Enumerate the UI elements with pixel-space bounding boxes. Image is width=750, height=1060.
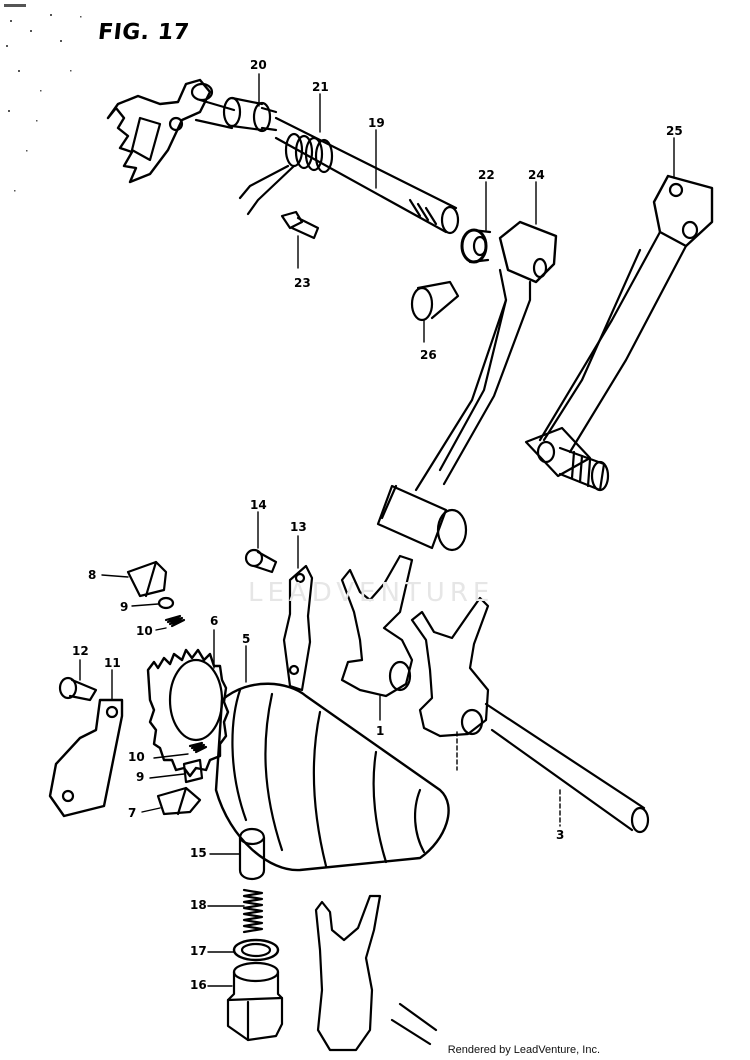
callout-7: 7 [128,806,137,820]
callout-14: 14 [250,498,267,512]
callout-25: 25 [666,124,683,138]
gearshift-fork-shaft [390,702,650,1046]
callout-10-lower: 10 [128,750,145,764]
render-credit: Rendered by LeadVenture, Inc. [447,1044,600,1056]
gearshift-fork-3 [314,894,382,1052]
gearshift-shaft-assembly [106,78,460,235]
oil-seal [460,228,492,264]
bolt-26 [410,280,460,322]
callout-11: 11 [104,656,121,670]
callout-1: 1 [376,724,385,738]
gearshift-lever [376,220,558,552]
callout-10-upper: 10 [136,624,153,638]
callout-20: 20 [250,58,267,72]
pawl-spring-upper [164,614,186,628]
callout-23: 23 [294,276,311,290]
gear-shift-pawl [126,560,168,598]
cam-guide [282,564,314,692]
gearshift-cam [214,682,450,872]
screw-14 [244,548,278,574]
callout-19: 19 [368,116,385,130]
pawl-pin-upper [157,596,175,610]
callout-3: 3 [556,828,565,842]
callout-9-upper: 9 [120,600,129,614]
gasket [232,938,280,962]
gearshift-fork-1 [340,554,414,698]
callout-16: 16 [190,978,207,992]
neutral-stopper-spring [242,888,264,934]
bolt-23 [280,210,320,240]
scan-speckle [4,4,82,192]
callout-8: 8 [88,568,97,582]
gearshift-fork-2 [410,596,490,738]
callout-15: 15 [190,846,207,860]
callout-17: 17 [190,944,207,958]
screw-12 [58,676,98,702]
cam-stopper-plate [48,698,124,818]
callout-6: 6 [210,614,219,628]
callout-26: 26 [420,348,437,362]
callout-9-lower: 9 [136,770,145,784]
callout-5: 5 [242,632,251,646]
stopper-plug [226,961,284,1042]
callout-24: 24 [528,168,545,182]
kick-starter-lever [524,174,714,492]
leader-lines [79,73,675,987]
pawl-pin-lower [182,758,204,784]
callout-12: 12 [72,644,89,658]
callout-21: 21 [312,80,329,94]
watermark: LEADVENTURE [248,578,495,608]
callout-13: 13 [290,520,307,534]
callout-18: 18 [190,898,207,912]
figure-title: FIG. 17 [96,20,191,45]
neutral-stopper-pin [238,827,266,881]
gear-shift-pawl-lower [156,786,202,816]
pawl-spring-lower [188,741,208,754]
callout-22: 22 [478,168,495,182]
